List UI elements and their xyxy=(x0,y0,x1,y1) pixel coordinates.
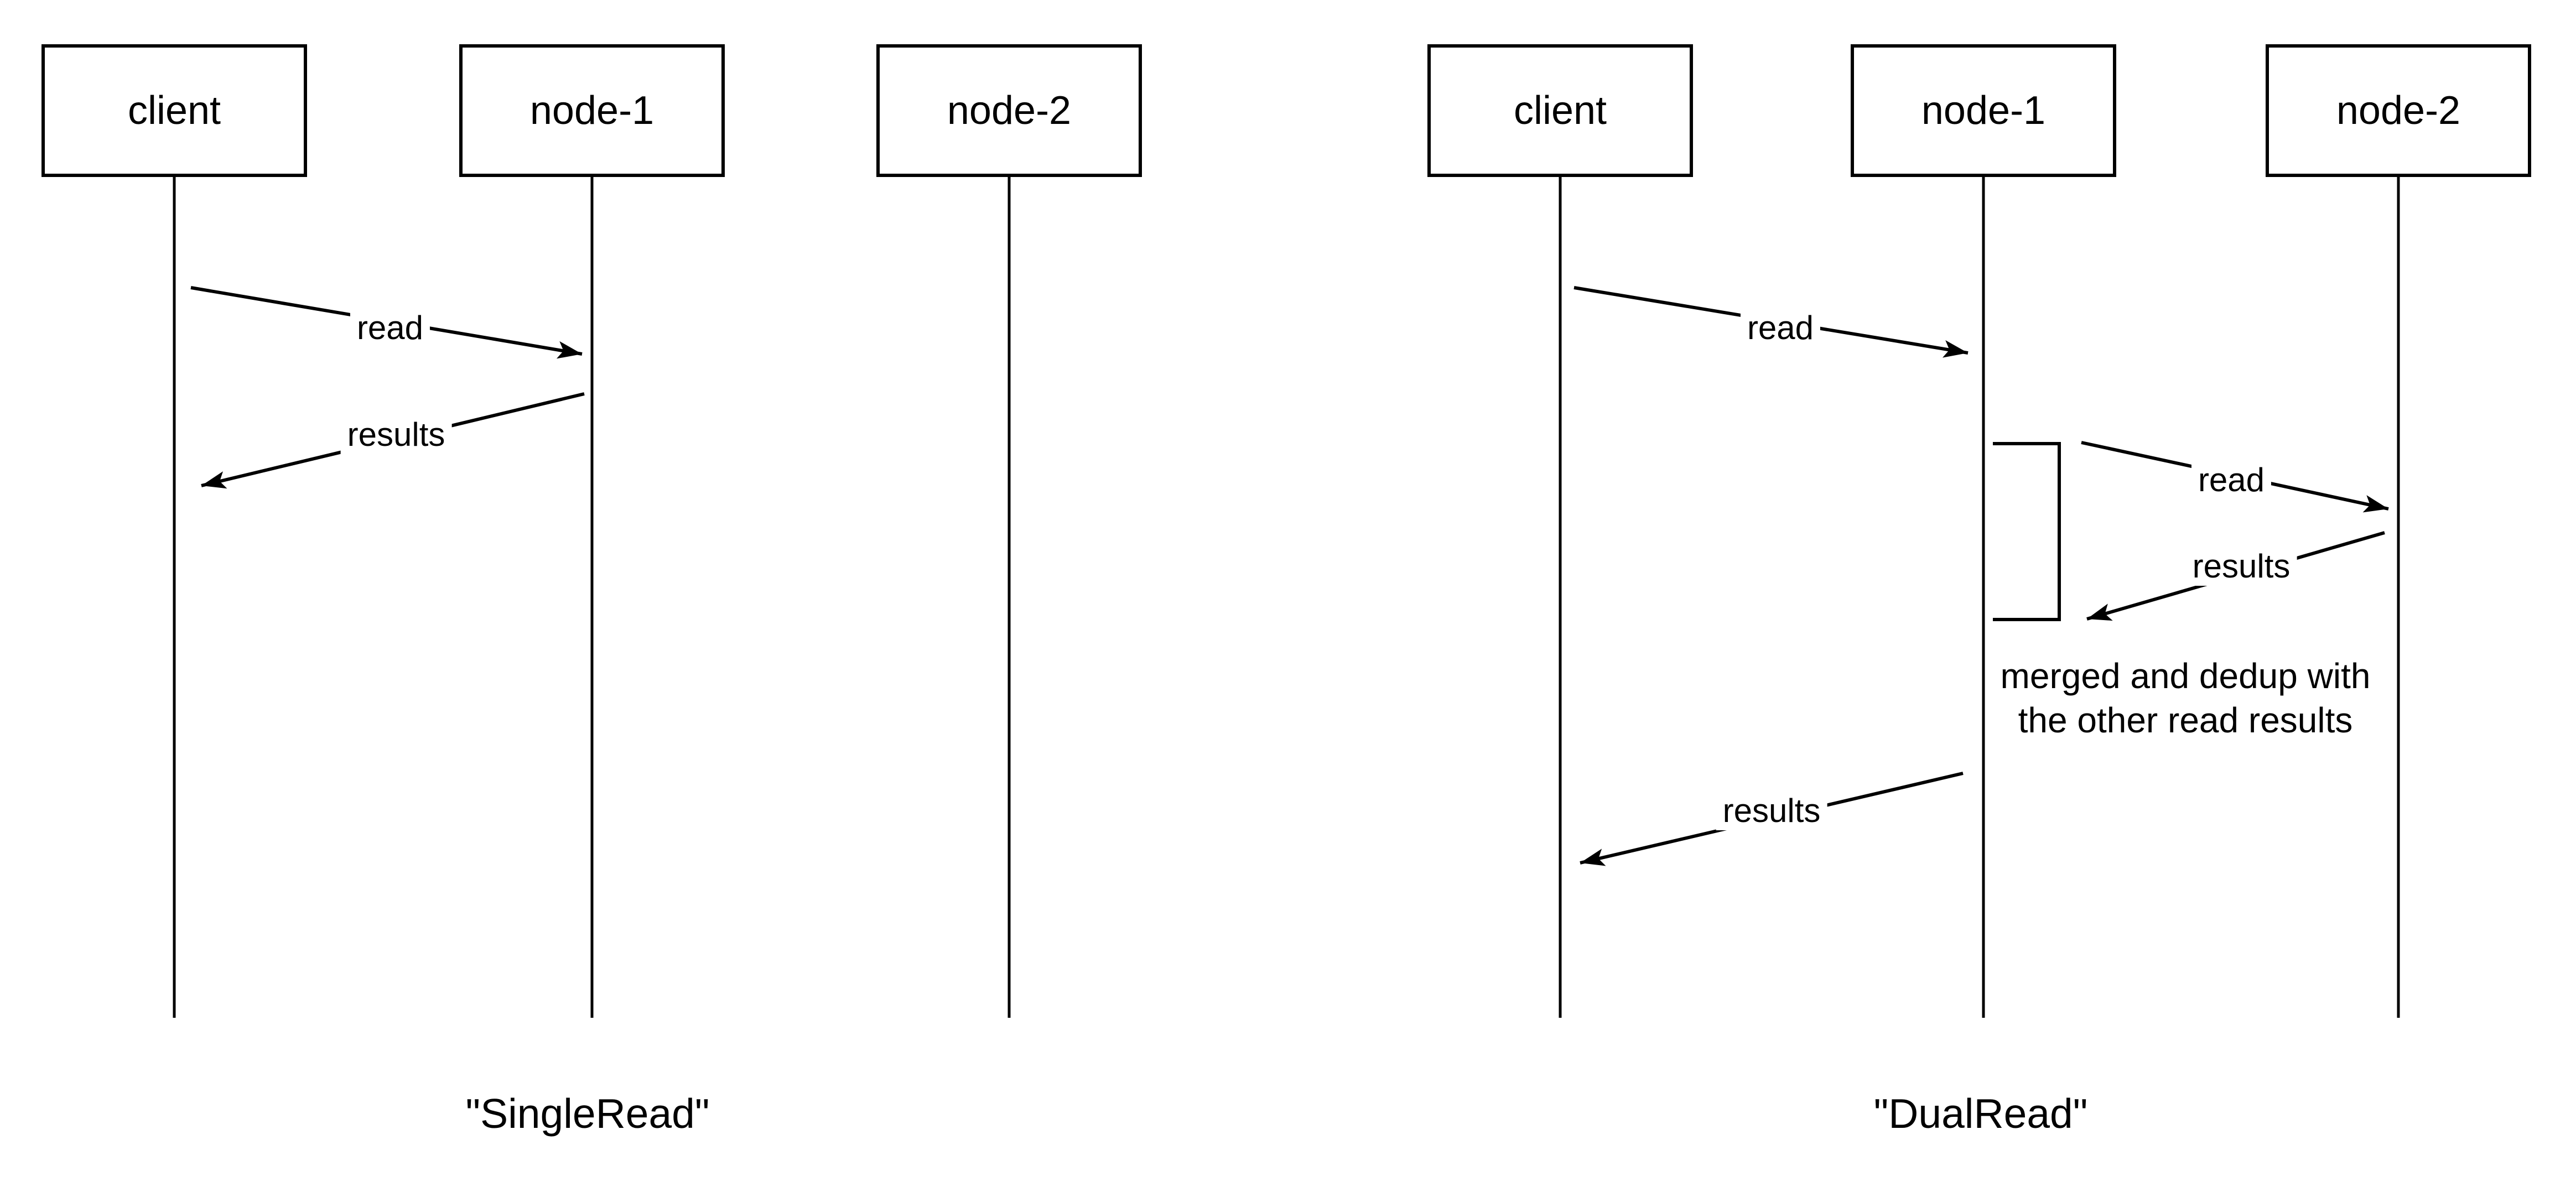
message-label-read-single: read xyxy=(350,309,430,347)
arrowhead-results-2-dual-read xyxy=(1580,849,1606,866)
activation-bracket xyxy=(1993,442,2061,621)
actor-label-node2: node-2 xyxy=(2336,89,2461,133)
actor-box-node2-single: node-2 xyxy=(876,44,1142,177)
actor-label-client: client xyxy=(127,89,221,133)
arrowhead-results-1-dual-read xyxy=(2087,603,2113,621)
actor-box-client-single: client xyxy=(41,44,307,177)
message-label-read-client-node1: read xyxy=(1740,309,1821,347)
actor-label-node2: node-2 xyxy=(947,89,1072,133)
actor-label-node1: node-1 xyxy=(1921,89,2046,133)
actor-box-node1-single: node-1 xyxy=(459,44,725,177)
note-line-1: merged and dedup with xyxy=(2000,656,2371,696)
arrowhead-read-2-dual-read xyxy=(2362,495,2388,513)
message-label-results-single: results xyxy=(340,415,452,454)
note-line-2: the other read results xyxy=(2018,700,2353,740)
message-label-results-node1-client: results xyxy=(1716,792,1827,830)
note-merged-dedup: merged and dedup with the other read res… xyxy=(2001,654,2371,742)
actor-label-client: client xyxy=(1513,89,1607,133)
actor-box-client-dual: client xyxy=(1427,44,1693,177)
arrowhead-read-1-dual-read xyxy=(1942,340,1968,358)
caption-dual-read: "DualRead" xyxy=(1873,1090,2088,1137)
message-label-results-node2-node1: results xyxy=(2185,547,2297,586)
arrowhead-read-single-read xyxy=(556,341,582,359)
actor-label-node1: node-1 xyxy=(529,89,655,133)
actor-box-node1-dual: node-1 xyxy=(1851,44,2116,177)
message-label-read-node1-node2: read xyxy=(2191,461,2272,499)
caption-single-read: "SingleRead" xyxy=(465,1090,710,1137)
arrowhead-results-single-read xyxy=(201,471,227,489)
actor-box-node2-dual: node-2 xyxy=(2266,44,2531,177)
